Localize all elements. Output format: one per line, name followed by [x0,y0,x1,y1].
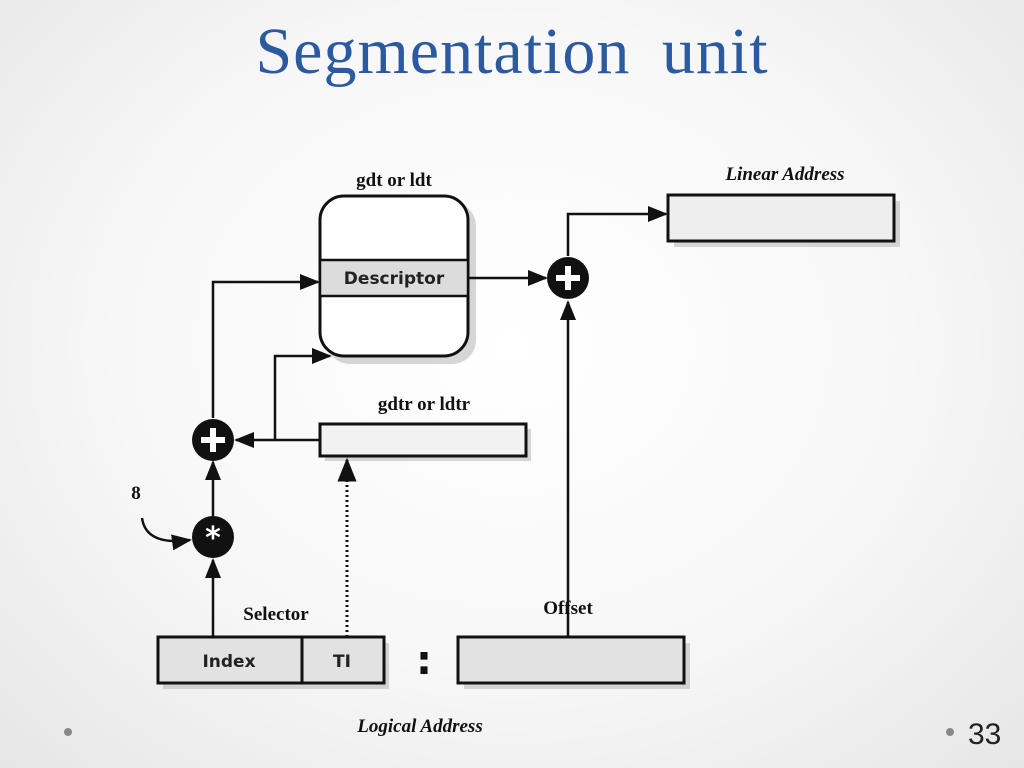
selector-label: Selector [243,604,309,625]
ti-field [300,635,386,685]
page-number: 33 [968,718,1002,751]
svg-text:*: * [205,521,221,556]
arrow-add-to-descriptor [211,274,320,418]
add-node-left [192,419,234,461]
arrow-adder-to-linear [566,206,668,256]
offset-box [456,635,690,689]
descriptor-label: Descriptor [344,269,445,289]
index-label: Index [202,652,255,672]
footer-bullet-left [64,728,72,736]
linear-address-label: Linear Address [724,164,844,185]
add-node-right [547,257,589,299]
colon-separator: : [416,638,432,684]
connectors [140,206,668,637]
arrow-gdtr-to-gdt [273,348,332,440]
gdt-label: gdt or ldt [356,170,432,191]
gdtr-label: gdtr or ldtr [378,394,471,415]
arrow-eight-to-multiply [140,517,192,551]
slide-title: Segmentation unit [255,15,769,88]
gdtr-box [318,422,531,461]
multiply-node: * [192,516,234,558]
multiplier-label: 8 [131,483,141,504]
footer-bullet-right [946,728,954,736]
linear-address-box [666,193,900,247]
ti-label: TI [333,652,351,672]
selector-box [156,635,389,689]
logical-address-label: Logical Address [356,716,482,737]
